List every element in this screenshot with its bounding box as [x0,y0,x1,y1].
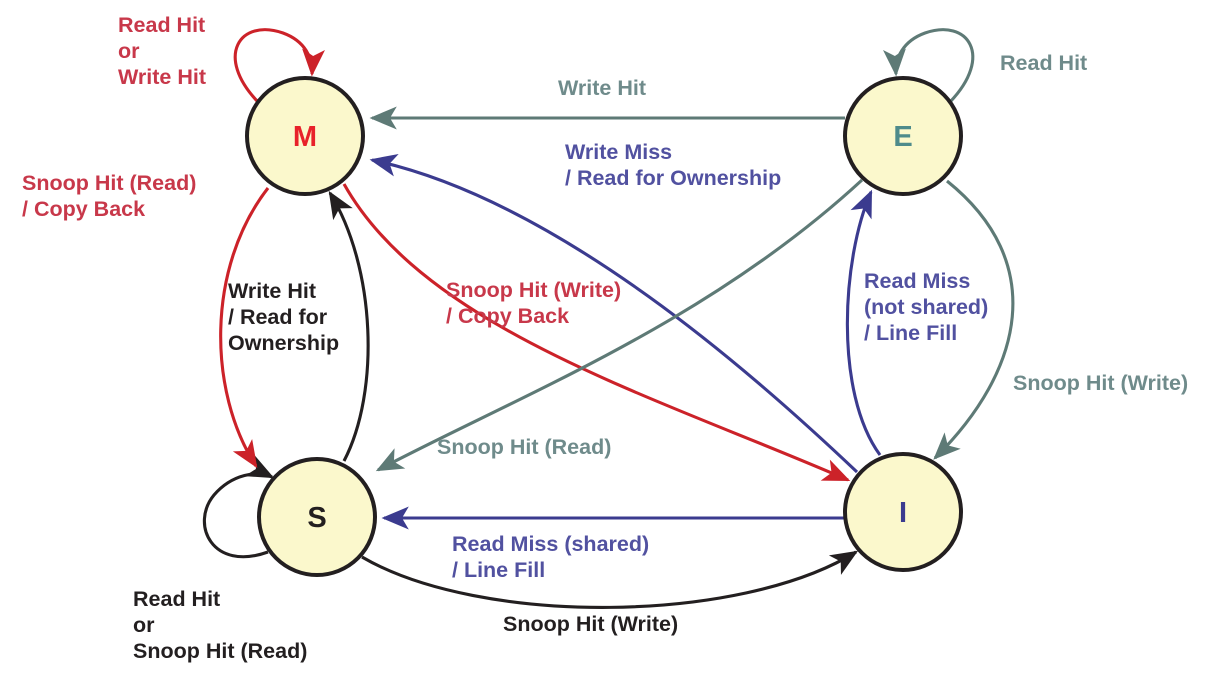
label-line: Write Hit [558,76,646,100]
label-line: Read Miss [864,269,971,293]
edge-label-e-self: Read Hit [1000,50,1087,76]
label-line: / Line Fill [864,321,958,346]
nodes-layer: M E S I [245,76,963,577]
edge-s-to-i [361,550,859,609]
label-line: Read Hit [1000,51,1088,75]
label-line: Snoop Hit (Read) [437,435,612,459]
label-line: Snoop Hit (Read) [22,171,197,195]
edge-i-to-m [369,153,859,474]
state-node-e[interactable]: E [843,76,963,196]
edges-layer [203,28,1015,609]
edge-label-m-to-i: Snoop Hit (Write)/ Copy Back [446,277,621,329]
state-node-s-label: S [307,502,326,534]
edge-label-e-to-m: Write Hit [558,75,646,101]
label-line: or [133,613,155,638]
state-node-m-label: M [293,121,317,153]
label-line: / Read for [228,305,328,330]
label-line: Snoop Hit (Read) [133,639,308,664]
label-line: Read Hit [118,13,206,37]
label-line: Write Miss [565,140,673,164]
edge-label-m-to-s: Snoop Hit (Read)/ Copy Back [22,170,196,222]
label-line: Read Hit [133,587,221,611]
label-line: Snoop Hit (Write) [446,278,622,302]
label-line: Snoop Hit (Write) [503,612,679,636]
edge-label-i-to-m: Write Miss/ Read for Ownership [565,139,781,191]
state-node-s[interactable]: S [257,457,377,577]
edge-m-self [233,28,325,104]
edge-s-to-m [328,190,370,462]
edge-e-self [883,28,975,104]
state-node-i-label: I [899,497,907,529]
label-line: / Copy Back [22,197,146,222]
label-line: / Read for Ownership [565,166,782,191]
label-line: Read Miss (shared) [452,532,650,556]
edge-label-e-to-s: Snoop Hit (Read) [437,434,611,460]
label-line: / Copy Back [446,304,570,329]
edge-i-to-e [845,189,882,456]
edge-label-e-to-i: Snoop Hit (Write) [1013,370,1188,396]
label-line: or [118,39,140,64]
label-line: Write Hit [118,65,206,90]
edge-label-s-to-i: Snoop Hit (Write) [503,611,678,637]
label-line: / Line Fill [452,558,546,583]
edge-e-to-i [933,179,1015,460]
edge-e-to-s [375,178,864,472]
edge-label-i-to-e: Read Miss(not shared)/ Line Fill [864,268,988,347]
label-line: Ownership [228,331,340,356]
edge-s-self [203,455,275,559]
label-line: (not shared) [864,295,989,320]
edge-m-to-s [219,187,270,469]
state-node-e-label: E [893,121,912,153]
edge-m-to-i [342,183,851,482]
state-node-m[interactable]: M [245,76,365,196]
state-node-i[interactable]: I [843,452,963,572]
label-line: Snoop Hit (Write) [1013,371,1189,395]
edge-label-i-to-s: Read Miss (shared)/ Line Fill [452,531,649,583]
label-line: Write Hit [228,279,316,303]
